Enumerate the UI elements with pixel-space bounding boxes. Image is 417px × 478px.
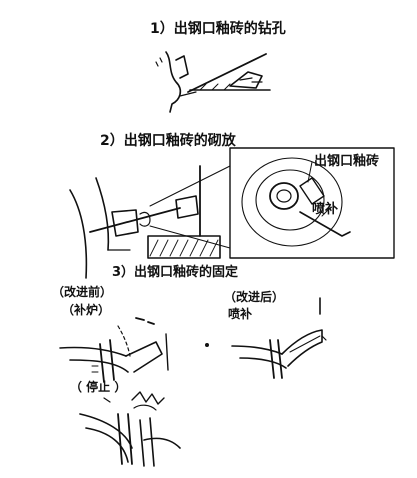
marker-dot <box>205 343 209 347</box>
panel-after <box>231 297 327 379</box>
panel-stopped <box>79 391 181 467</box>
callout-gunning: 喷补 <box>312 202 339 217</box>
panel-before <box>59 317 169 383</box>
before-title: （改进前） <box>52 285 113 299</box>
after-title: （改进后） <box>224 290 285 304</box>
step-1-label: 1）出钢口釉砖的钻孔 <box>150 21 286 37</box>
callout-tap-brick: 出钢口釉砖 <box>314 154 380 169</box>
before-method: （补炉） <box>62 303 111 317</box>
panel-drilling <box>155 51 271 113</box>
step-3-label: 3）出钢口釉砖的固定 <box>112 265 239 280</box>
after-method: 喷补 <box>228 307 253 321</box>
step-2-label: 2）出钢口釉砖的砌放 <box>100 133 236 149</box>
panel-setting <box>69 147 395 279</box>
stopped-label: （ 停止 ） <box>70 380 127 394</box>
